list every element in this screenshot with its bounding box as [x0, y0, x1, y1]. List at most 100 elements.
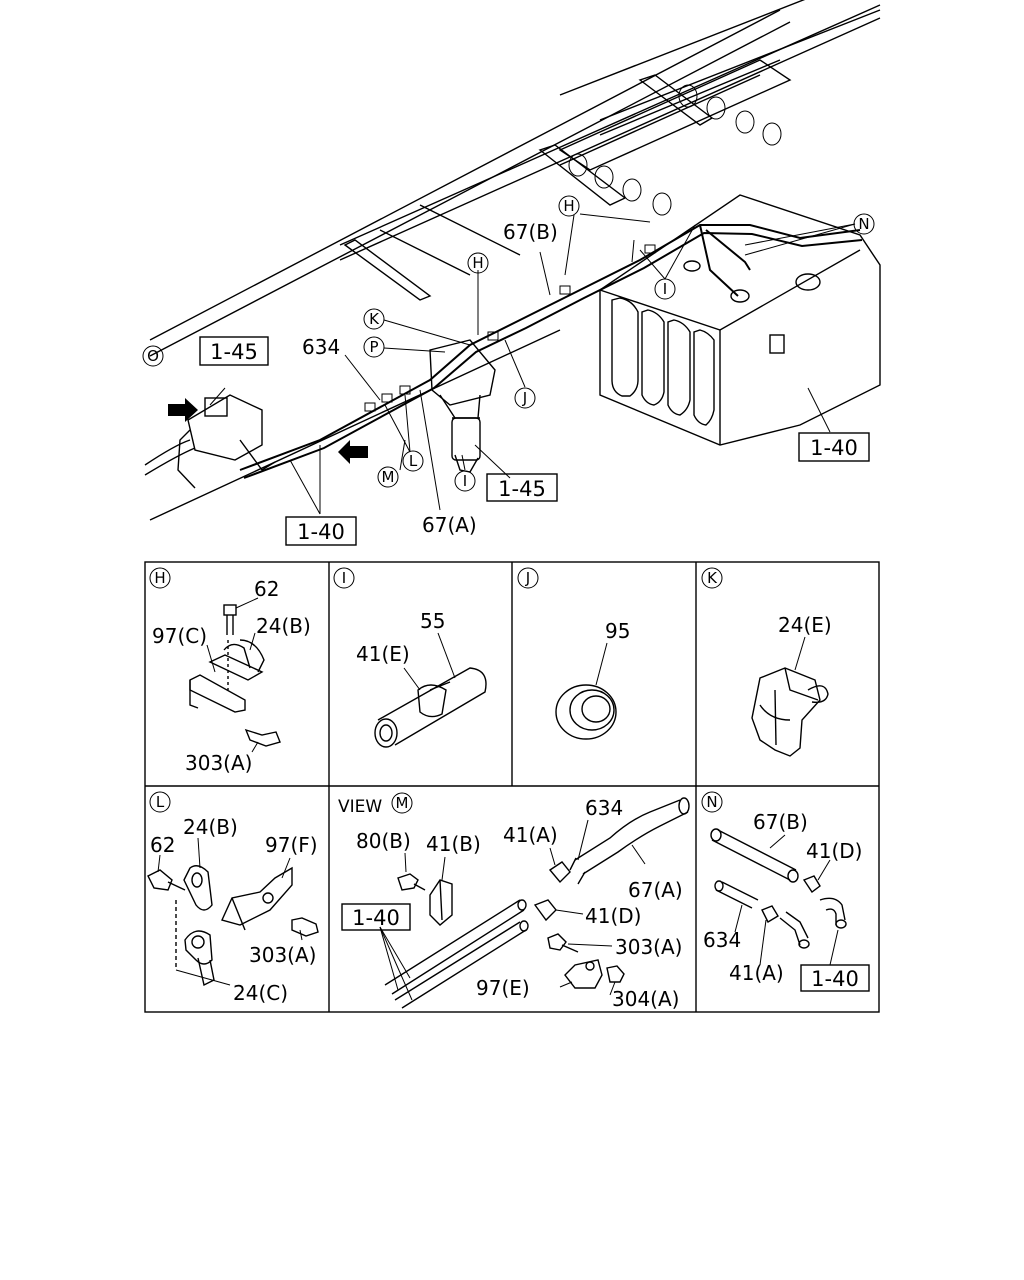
svg-text:1-40: 1-40: [352, 906, 400, 930]
svg-text:N: N: [706, 793, 717, 811]
callout-h2: H: [467, 252, 489, 274]
svg-text:67(B): 67(B): [753, 810, 808, 834]
fuel-lines: [239, 224, 863, 479]
svg-text:J: J: [522, 389, 527, 407]
panel-i: I 55 41(E): [333, 567, 487, 748]
svg-text:95: 95: [605, 619, 630, 643]
svg-text:80(B): 80(B): [356, 829, 411, 853]
svg-text:K: K: [707, 569, 718, 587]
panel-m-ref-box: 1-40: [341, 903, 411, 931]
panel-i-drawing: [374, 632, 487, 748]
frame-holes: [568, 84, 782, 216]
svg-text:634: 634: [703, 928, 741, 952]
label-67a: 67(A): [422, 513, 477, 537]
svg-text:J: J: [525, 569, 530, 587]
fuel-filter-assembly-left: [144, 394, 276, 489]
svg-text:41(E): 41(E): [356, 642, 410, 666]
svg-text:N: N: [858, 215, 869, 233]
svg-text:41(D): 41(D): [806, 839, 862, 863]
svg-text:H: H: [154, 569, 165, 587]
label-67b: 67(B): [503, 220, 558, 244]
panel-k-drawing: [751, 636, 829, 757]
svg-text:41(A): 41(A): [729, 961, 784, 985]
svg-text:634: 634: [585, 796, 623, 820]
svg-text:O: O: [147, 347, 159, 365]
svg-text:H: H: [472, 254, 483, 272]
callout-h1: H: [558, 195, 580, 217]
svg-text:304(A): 304(A): [612, 987, 679, 1011]
ref-box-1-40-right: 1-40: [798, 432, 870, 462]
svg-text:L: L: [156, 793, 165, 811]
svg-text:62: 62: [254, 577, 279, 601]
svg-text:H: H: [563, 197, 574, 215]
panel-h: H 62 97(C) 24(B) 303(A): [149, 567, 311, 775]
ref-box-1-45-left: 1-45: [199, 336, 269, 366]
svg-text:24(B): 24(B): [256, 614, 311, 638]
panel-h-callout: H: [149, 567, 171, 589]
svg-text:M: M: [382, 468, 395, 486]
svg-text:24(C): 24(C): [233, 981, 288, 1005]
svg-text:L: L: [409, 452, 418, 470]
svg-text:41(D): 41(D): [585, 904, 641, 928]
svg-text:1-40: 1-40: [810, 436, 858, 460]
panel-j-drawing: [555, 642, 617, 740]
ref-box-1-40-bottom: 1-40: [285, 516, 357, 546]
callout-l: L: [402, 450, 424, 472]
callout-o: O: [142, 345, 164, 367]
panel-j-callout: J: [517, 567, 539, 589]
arrow-o: [168, 398, 198, 422]
panel-l-callout: L: [149, 791, 171, 813]
panel-k-callout: K: [701, 567, 723, 589]
panel-m-drawing: [379, 797, 690, 1009]
callout-n: N: [853, 213, 875, 235]
panel-i-callout: I: [333, 567, 355, 589]
panel-j: J 95: [517, 567, 630, 740]
ref-box-1-45-right: 1-45: [486, 473, 558, 502]
panel-h-drawing: [189, 597, 281, 753]
panel-n: N 67(B) 41(D) 634 41(A): [701, 791, 870, 992]
svg-text:I: I: [663, 280, 667, 298]
panel-n-ref-box: 1-40: [800, 964, 870, 992]
frame-rails: [149, 0, 881, 521]
panel-l-drawing: [147, 837, 319, 987]
arrow-m: [338, 440, 368, 464]
svg-text:P: P: [369, 338, 378, 356]
callout-k: K: [363, 308, 385, 330]
svg-text:1-45: 1-45: [498, 477, 546, 501]
panel-n-callout: N: [701, 791, 723, 813]
callout-i1: I: [654, 278, 676, 300]
svg-text:1-40: 1-40: [297, 520, 345, 544]
svg-text:1-40: 1-40: [811, 967, 859, 991]
panel-m-callout: M: [391, 792, 413, 814]
callout-p: P: [363, 336, 385, 358]
svg-text:41(B): 41(B): [426, 832, 481, 856]
svg-text:24(E): 24(E): [778, 613, 832, 637]
svg-text:62: 62: [150, 833, 175, 857]
svg-text:303(A): 303(A): [249, 943, 316, 967]
svg-text:1-45: 1-45: [210, 340, 258, 364]
svg-text:55: 55: [420, 609, 445, 633]
svg-text:303(A): 303(A): [615, 935, 682, 959]
line-clips: [364, 239, 656, 412]
panel-n-drawing: [710, 828, 847, 966]
svg-text:M: M: [396, 794, 409, 812]
panel-m: VIEW M: [338, 792, 690, 1011]
chassis-overview: 1-45 1-45 1-40 1-40 67(B) 634 67(A) O H …: [142, 0, 881, 546]
svg-text:97(F): 97(F): [265, 833, 318, 857]
svg-text:24(B): 24(B): [183, 815, 238, 839]
svg-text:97(E): 97(E): [476, 976, 530, 1000]
leader-lines: [209, 213, 856, 515]
svg-text:I: I: [342, 569, 346, 587]
detail-grid: [144, 561, 880, 1013]
svg-text:97(C): 97(C): [152, 624, 207, 648]
panel-l: L 24(B) 62 97(F) 303(A) 24(C): [147, 791, 319, 1005]
label-634: 634: [302, 335, 340, 359]
callout-i2: I: [454, 470, 476, 492]
callout-m: M: [377, 466, 399, 488]
svg-text:VIEW: VIEW: [338, 797, 382, 817]
svg-text:41(A): 41(A): [503, 823, 558, 847]
svg-text:K: K: [369, 310, 380, 328]
fuel-filter-assembly-center: [429, 339, 496, 473]
svg-text:I: I: [463, 472, 467, 490]
